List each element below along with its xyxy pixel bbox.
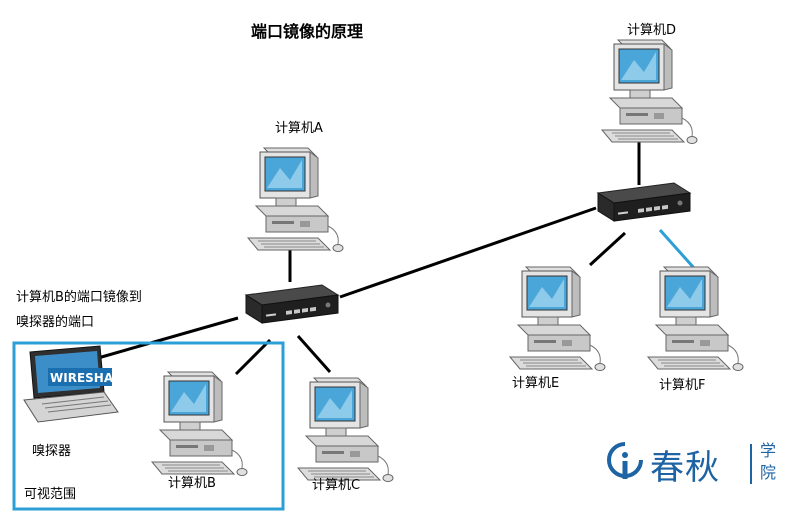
computer-f-icon xyxy=(647,266,744,371)
links xyxy=(97,138,641,376)
brand-subtitle: 学院 xyxy=(760,441,777,482)
computer-d-icon xyxy=(601,39,698,144)
computer-b-label: 计算机B xyxy=(168,476,216,491)
link-switch1-b xyxy=(234,338,272,376)
link-switch1-c xyxy=(296,335,332,373)
brand-name: 春秋 xyxy=(650,448,720,488)
computer-a-label: 计算机A xyxy=(275,121,323,136)
computer-e-icon xyxy=(509,266,606,371)
diagram-title: 端口镜像的原理 xyxy=(251,22,363,41)
link-switch1-switch2 xyxy=(339,206,597,299)
computer-a-icon xyxy=(247,147,344,252)
annotation-line-1: 计算机B的端口镜像到 xyxy=(16,289,142,305)
visible-range-label: 可视范围 xyxy=(24,487,76,502)
computer-d-label: 计算机D xyxy=(627,23,676,38)
computer-c-icon xyxy=(297,377,394,482)
computer-b-icon xyxy=(151,371,248,476)
switch-1 xyxy=(245,284,339,324)
brand-separator xyxy=(750,444,752,484)
computer-c-label: 计算机C xyxy=(312,478,360,493)
link-switch2-f xyxy=(658,228,696,270)
brand-logo-icon xyxy=(607,442,643,479)
link-switch2-e xyxy=(588,231,627,267)
annotation-line-2: 嗅探器的端口 xyxy=(16,314,94,330)
computer-e-label: 计算机E xyxy=(512,376,559,391)
computer-f-label: 计算机F xyxy=(659,378,705,393)
link-switch1-sniffer xyxy=(97,316,239,360)
sniffer-logo-text: WIRESHARK xyxy=(50,371,132,385)
visible-range-box xyxy=(12,341,285,511)
switch-2 xyxy=(597,182,691,222)
sniffer-laptop-icon: WIRESHARK xyxy=(23,345,132,423)
sniffer-label: 嗅探器 xyxy=(32,444,71,459)
